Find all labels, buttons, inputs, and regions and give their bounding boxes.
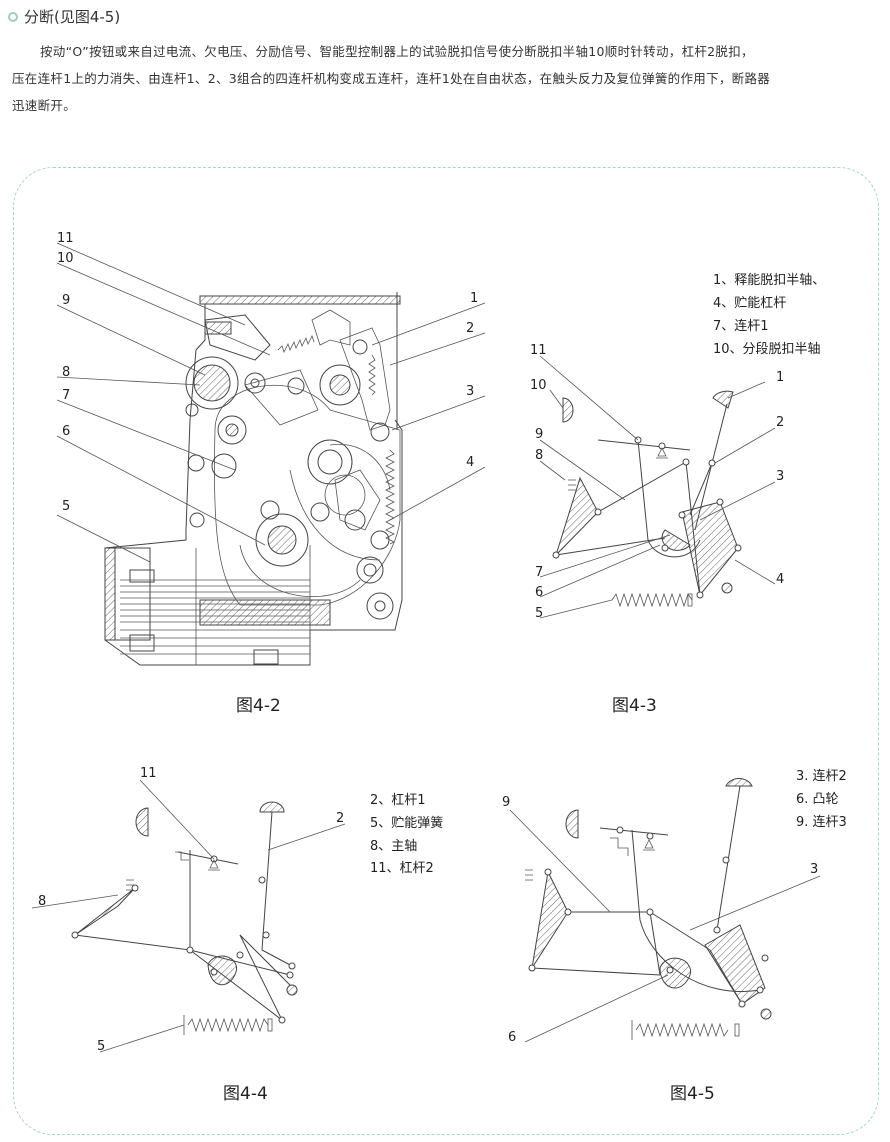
fig43-linkage-diagram bbox=[552, 390, 742, 608]
fig43-leader-lines bbox=[539, 355, 776, 619]
fig43-label-9: 9 bbox=[535, 427, 543, 442]
fig42-label-8: 8 bbox=[62, 365, 70, 380]
fig44-leader-lines bbox=[31, 779, 346, 1053]
fig42-label-3: 3 bbox=[466, 384, 474, 399]
fig43-label-1: 1 bbox=[776, 370, 784, 385]
figure-4-5: 3. 连杆2 6. 凸轮 9. 连杆3 bbox=[502, 768, 847, 1104]
fig44-linkage-diagram bbox=[71, 801, 298, 1035]
paragraph-line: 迅速断开。 bbox=[12, 98, 77, 113]
figure-4-4: 2、杠杆1 5、贮能弹簧 8、主轴 11、杠杆2 bbox=[31, 766, 443, 1104]
fig42-label-5: 5 bbox=[62, 499, 70, 514]
fig45-legend-item: 9. 连杆3 bbox=[796, 814, 847, 830]
figure-4-2: 11 10 9 8 7 6 5 1 2 3 4 图4-2 bbox=[56, 231, 486, 716]
fig43-legend-item: 4、贮能杠杆 bbox=[713, 295, 786, 311]
fig45-label-9: 9 bbox=[502, 795, 510, 810]
description-paragraph: 按动“O”按钮或来自过电流、欠电压、分励信号、智能型控制器上的试验脱扣信号使分断… bbox=[12, 38, 882, 119]
fig42-label-11: 11 bbox=[57, 231, 74, 246]
fig43-label-5: 5 bbox=[535, 606, 543, 621]
fig42-label-10: 10 bbox=[57, 251, 74, 266]
fig43-label-3: 3 bbox=[776, 469, 784, 484]
fig44-label-5: 5 bbox=[97, 1039, 105, 1054]
fig45-legend-item: 6. 凸轮 bbox=[796, 792, 839, 807]
fig42-leader-lines bbox=[56, 242, 486, 563]
fig44-label-8: 8 bbox=[38, 894, 46, 909]
fig43-label-4: 4 bbox=[776, 572, 784, 587]
fig42-label-1: 1 bbox=[470, 291, 478, 306]
figure-4-3: 1、释能脱扣半轴、 4、贮能杠杆 7、连杆1 10、分段脱扣半轴 bbox=[530, 273, 825, 716]
fig44-legend-item: 5、贮能弹簧 bbox=[370, 815, 443, 831]
fig45-legend-item: 3. 连杆2 bbox=[796, 768, 847, 784]
fig43-legend-item: 7、连杆1 bbox=[713, 318, 769, 334]
paragraph-line: 压在连杆1上的力消失、由连杆1、2、3组合的四连杆机构变成五连杆，连杆1处在自由… bbox=[12, 71, 771, 86]
mechanism-drawing bbox=[104, 292, 403, 666]
fig43-label-8: 8 bbox=[535, 448, 543, 463]
fig42-label-9: 9 bbox=[62, 293, 70, 308]
figures-frame bbox=[13, 167, 879, 1135]
fig44-legend-item: 11、杠杆2 bbox=[370, 860, 434, 876]
fig44-legend-item: 2、杠杆1 bbox=[370, 792, 426, 808]
section-title: 分断(见图4-5) bbox=[24, 8, 121, 26]
fig43-label-11: 11 bbox=[530, 343, 547, 358]
fig43-label-7: 7 bbox=[535, 565, 543, 580]
fig43-label-6: 6 bbox=[535, 585, 543, 600]
fig43-label-10: 10 bbox=[530, 378, 547, 393]
fig42-label-2: 2 bbox=[466, 321, 474, 336]
fig45-label-3: 3 bbox=[810, 862, 818, 877]
fig44-label-2: 2 bbox=[336, 811, 344, 826]
paragraph-line: 按动“O”按钮或来自过电流、欠电压、分励信号、智能型控制器上的试验脱扣信号使分断… bbox=[40, 44, 754, 59]
fig45-caption: 图4-5 bbox=[670, 1084, 715, 1104]
fig45-linkage-diagram bbox=[525, 778, 772, 1040]
fig44-legend-item: 8、主轴 bbox=[370, 839, 417, 854]
fig44-label-11: 11 bbox=[140, 766, 157, 781]
fig42-label-7: 7 bbox=[62, 388, 70, 403]
fig43-legend-item: 1、释能脱扣半轴、 bbox=[713, 273, 825, 288]
fig43-label-2: 2 bbox=[776, 415, 784, 430]
circle-bullet-icon bbox=[8, 11, 18, 22]
fig42-label-6: 6 bbox=[62, 424, 70, 439]
fig43-caption: 图4-3 bbox=[612, 696, 657, 716]
fig43-legend-item: 10、分段脱扣半轴 bbox=[713, 342, 821, 357]
fig42-caption: 图4-2 bbox=[236, 696, 281, 716]
fig45-leader-lines bbox=[509, 809, 821, 1043]
fig44-caption: 图4-4 bbox=[223, 1084, 268, 1104]
section-heading: 分断(见图4-5) bbox=[8, 6, 120, 27]
fig45-label-6: 6 bbox=[508, 1030, 516, 1045]
fig42-label-4: 4 bbox=[466, 455, 474, 470]
